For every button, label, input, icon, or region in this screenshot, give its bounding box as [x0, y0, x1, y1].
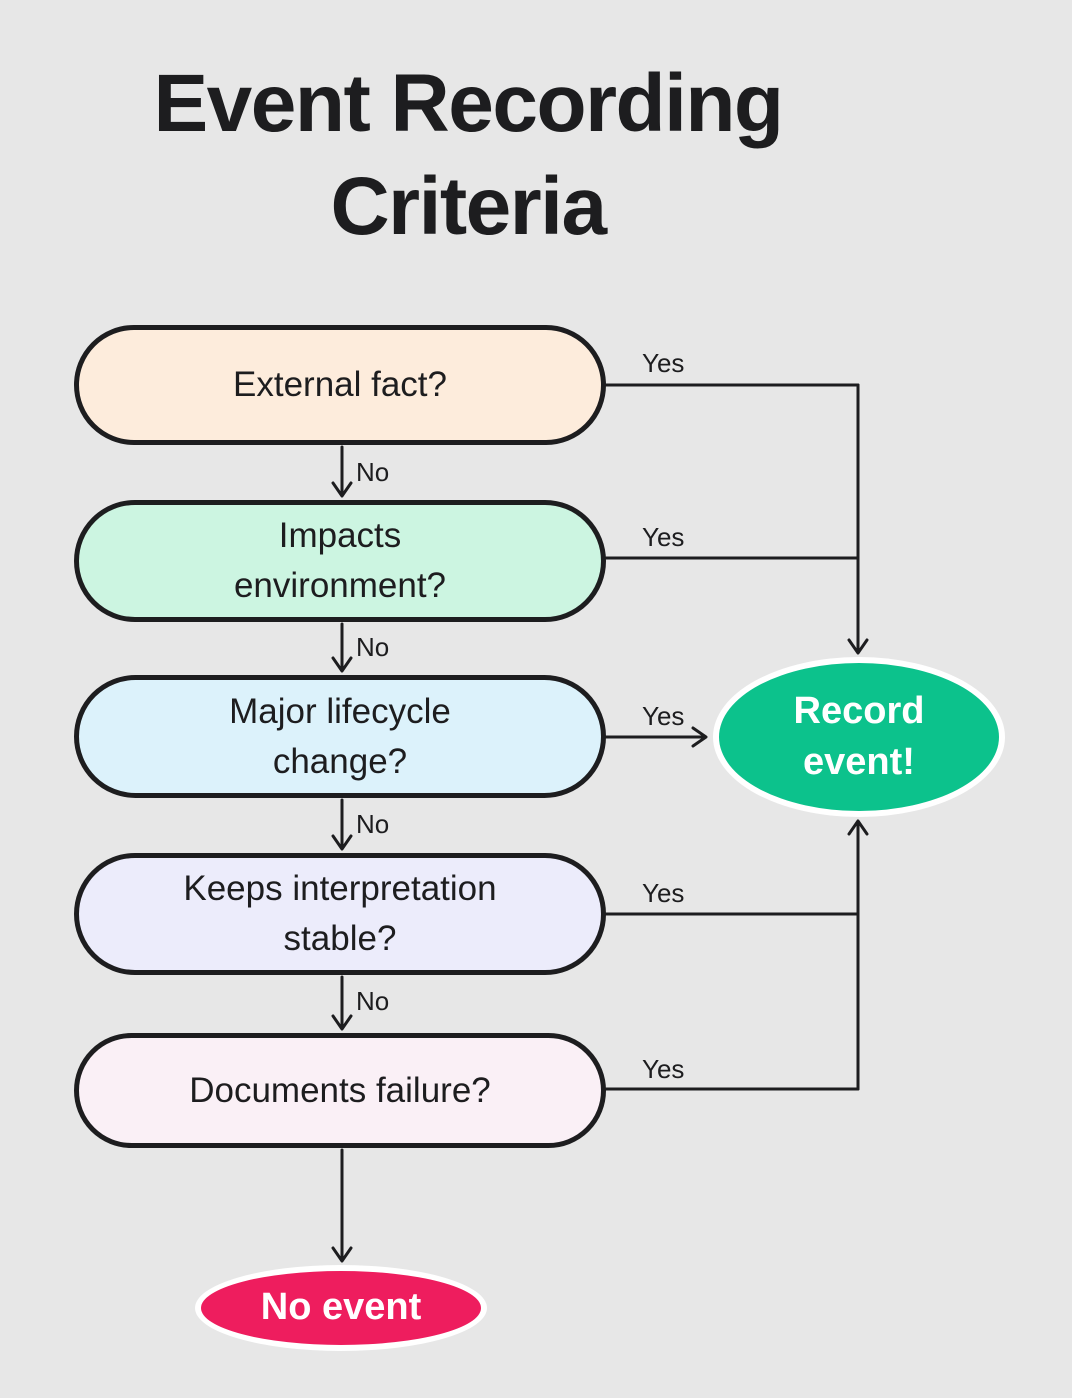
edge-label-no-4: No — [356, 986, 390, 1016]
edge-label-yes-5: Yes — [642, 1054, 685, 1084]
edge-label-no-2: No — [356, 632, 390, 662]
edge-label-no-1: No — [356, 457, 390, 487]
edge-label-yes-1: Yes — [642, 348, 685, 378]
arrowhead-down-icon — [331, 834, 353, 851]
terminal-record-event: Record event! — [713, 657, 1005, 817]
page-title: Event Recording Criteria — [153, 58, 784, 253]
arrowhead-right-icon — [691, 726, 708, 748]
terminal-label: No event — [260, 1286, 422, 1329]
edge-label-no-3: No — [356, 809, 390, 839]
node-label: Documents failure? — [189, 1070, 491, 1110]
terminal-no-event: No event — [195, 1265, 487, 1351]
edge-label-yes-2: Yes — [642, 522, 685, 552]
arrowhead-up-icon — [847, 819, 869, 836]
node-label: External fact? — [233, 365, 447, 405]
node-documents-failure: Documents failure? — [74, 1033, 606, 1148]
node-external-fact: External fact? — [74, 325, 606, 445]
arrowhead-down-icon — [331, 656, 353, 673]
node-keeps-interpretation-stable: Keeps interpretation stable? — [74, 853, 606, 975]
node-impacts-environment: Impacts environment? — [74, 500, 606, 622]
arrowhead-down-icon — [331, 481, 353, 498]
arrowhead-down-icon — [331, 1246, 353, 1263]
edge-label-yes-3: Yes — [642, 701, 685, 731]
terminal-label: Record event! — [793, 689, 925, 783]
node-label: Major lifecycle change? — [229, 691, 451, 781]
node-label: Impacts environment? — [233, 516, 447, 605]
arrowhead-down-icon — [847, 638, 869, 655]
arrowhead-down-icon — [331, 1014, 353, 1031]
node-label: Keeps interpretation stable? — [183, 869, 497, 958]
edge-label-yes-4: Yes — [642, 878, 685, 908]
node-major-lifecycle-change: Major lifecycle change? — [74, 675, 606, 798]
